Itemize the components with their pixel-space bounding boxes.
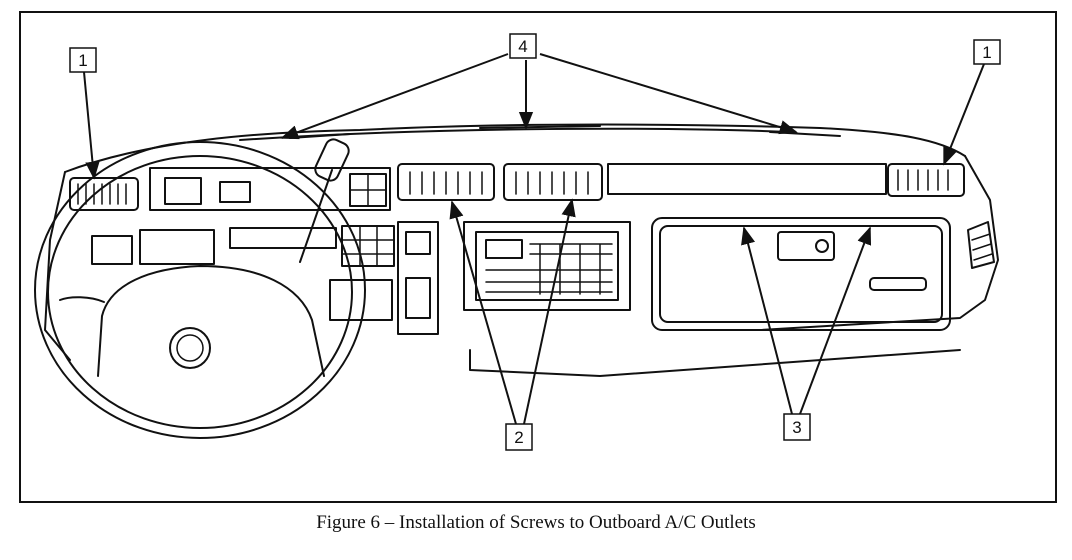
arrow-1-left [83,71,100,180]
climate-buttons [341,225,395,267]
callout-1-left-label: 1 [78,51,87,70]
callout-boxes: 1 4 1 2 3 [69,33,1001,451]
callout-4: 4 [509,33,537,59]
radio-display [485,239,523,259]
dash-left-end [44,171,71,361]
glove-box-handle [869,277,927,291]
instrument-cluster [149,167,391,211]
figure-caption: Figure 6 – Installation of Screws to Out… [316,512,756,533]
arrow-4-left [280,53,509,140]
cluster-grid [349,173,387,207]
dash-top-pad [64,123,966,173]
radio-buttons [485,243,613,295]
defroster-right [769,131,841,137]
arrow-3-left [741,226,793,415]
steering-wheel-rim-inner [47,155,353,429]
center-vent-right-louvers [515,171,589,195]
defroster-center [479,125,601,129]
center-readout [229,227,337,249]
cluster-gauge-1 [164,177,202,205]
steering-wheel-spoke [59,296,105,303]
callout-2-label: 2 [514,428,523,447]
callout-1-left: 1 [69,47,97,73]
dash-right-end [759,155,999,331]
center-vent-left [397,163,495,201]
arrow-1-right [943,63,985,166]
arrow-2-right [523,198,576,425]
defroster-left [289,133,351,139]
steering-wheel-rim [34,141,366,439]
vertical-switch-2 [405,277,431,319]
vertical-switch-1 [405,231,431,255]
vertical-switch-bank [397,221,439,335]
figure-frame [19,11,1057,503]
center-vent-right [503,163,603,201]
arrow-3-right [799,226,872,415]
headlamp-controls [139,229,215,265]
radio-bezel [463,221,631,311]
glove-box-latch [777,231,835,261]
callout-2: 2 [505,423,533,451]
dash-lower-edge [469,349,961,377]
glove-box-inner [659,225,943,323]
center-vent-left-louvers [409,171,483,195]
lower-console-left [329,279,393,321]
steering-emblem [169,327,211,369]
left-outboard-vent [69,177,139,211]
dashboard-drawing [34,123,999,439]
steering-wheel-hub [97,265,325,377]
climate-button-grid [341,225,395,267]
callout-1-right-label: 1 [982,43,991,62]
left-switch-panel [91,235,133,265]
callout-3-label: 3 [792,418,801,437]
radio-face [475,231,619,301]
arrow-4-right [539,53,798,135]
arrow-2-left [449,200,517,425]
callout-arrows [83,53,985,425]
column-stalk [299,169,333,263]
callout-3: 3 [783,413,811,441]
right-outboard-vent [887,163,965,197]
side-vent-right-lines [971,233,993,261]
column-stalk-knob [314,138,350,182]
cluster-gauge-2 [219,181,251,203]
callout-4-label: 4 [518,37,527,56]
side-vent-right [967,221,995,269]
steering-emblem-inner [176,334,204,362]
glove-box [651,217,951,331]
callout-1-right: 1 [973,39,1001,65]
dash-trim-strip [607,163,887,195]
glove-box-lock [815,239,829,253]
right-vent-louvers [897,169,949,191]
